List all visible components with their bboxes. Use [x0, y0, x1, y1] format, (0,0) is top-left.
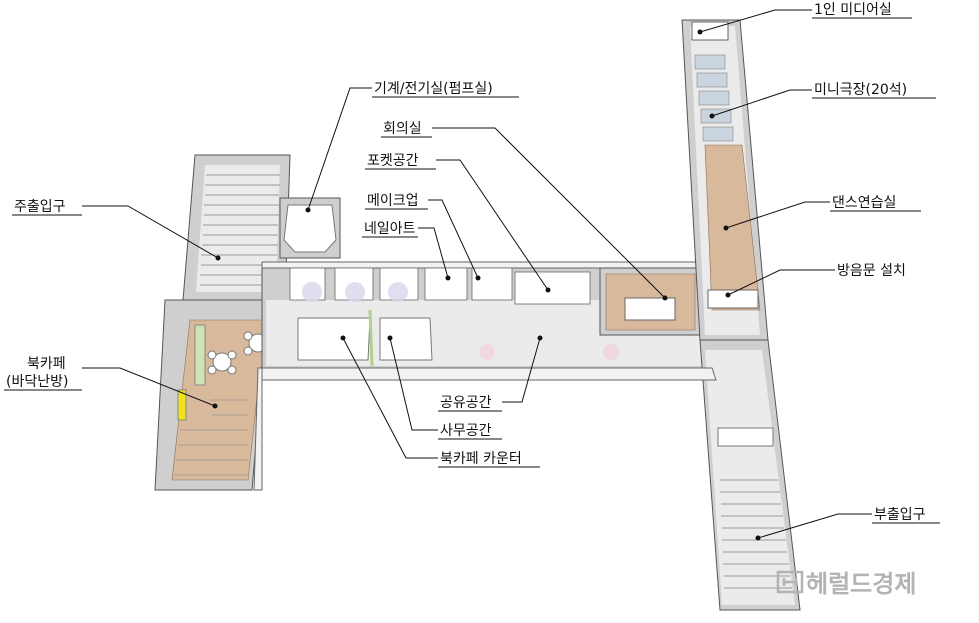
label-mini-theater: 미니극장(20석) — [814, 82, 907, 98]
label-pocket-space: 포켓공간 — [367, 153, 419, 169]
label-book-cafe-counter: 북카페 카운터 — [440, 451, 522, 467]
leader-soundproof-door — [727, 269, 835, 296]
right-wing — [681, 19, 769, 341]
leader-media-room — [699, 9, 812, 33]
label-book-cafe: 북카페 — [27, 356, 66, 372]
leader-dance-room — [725, 201, 830, 229]
central-corridor — [261, 261, 706, 373]
leader-shared-space — [502, 337, 541, 403]
leader-book-cafe — [82, 367, 216, 407]
leader-makeup — [428, 199, 479, 279]
label-dance-room: 댄스연습실 — [832, 195, 896, 211]
leader-main-entrance — [82, 205, 219, 259]
leader-office-space — [389, 337, 438, 431]
leader-sub-entrance — [757, 513, 872, 539]
floor-plan-drawing — [154, 19, 801, 611]
label-sub-entrance: 부출입구 — [874, 507, 926, 523]
lower-wall — [253, 367, 717, 491]
mechanical-room — [279, 197, 341, 259]
label-soundproof-door: 방음문 설치 — [837, 263, 906, 279]
sub-entrance-corridor — [699, 339, 801, 611]
labels: 1인 미디어실 미니극장(20석) 기계/전기실(펌프실) 회의실 포켓공간 메… — [4, 2, 940, 524]
meeting-room — [599, 267, 701, 336]
leader-mechanical-room — [307, 87, 372, 211]
label-shared-space: 공유공간 — [440, 395, 492, 411]
label-office-space: 사무공간 — [440, 423, 492, 439]
leader-book-cafe-counter — [342, 337, 438, 459]
label-mechanical-room: 기계/전기실(펌프실) — [374, 81, 493, 97]
leader-mini-theater — [711, 89, 812, 117]
label-nail-art: 네일아트 — [364, 221, 416, 237]
label-book-cafe-note: (바닥난방) — [6, 374, 68, 390]
label-media-room: 1인 미디어실 — [814, 2, 892, 18]
leader-nail-art — [418, 227, 449, 279]
label-makeup: 메이크업 — [367, 193, 419, 209]
newspaper-icon — [776, 570, 804, 594]
leader-meeting-room — [432, 127, 666, 299]
label-main-entrance: 주출입구 — [14, 199, 66, 215]
leader-lines — [82, 9, 872, 541]
leader-pocket-space — [436, 159, 549, 291]
watermark-text: 헤럴드경제 — [806, 570, 916, 598]
watermark: 헤럴드경제 — [776, 570, 916, 598]
label-meeting-room: 회의실 — [383, 121, 422, 137]
